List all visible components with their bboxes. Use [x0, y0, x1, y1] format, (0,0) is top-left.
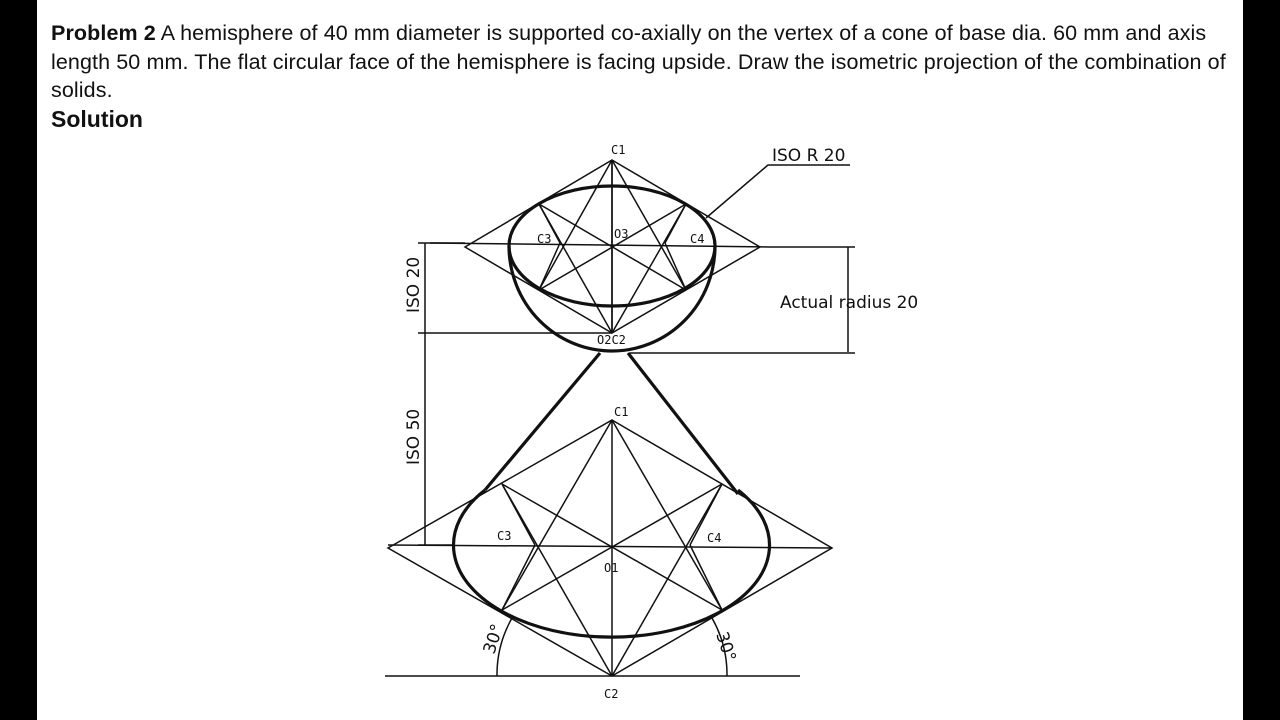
cone-label-c2: C2	[604, 687, 618, 701]
hemi-label-o2c2: O2C2	[597, 333, 626, 347]
cone-radius-arrow	[689, 483, 723, 546]
cone-construction-line	[611, 483, 723, 677]
label-iso-50: ISO 50	[404, 409, 424, 465]
cone-construction	[385, 419, 834, 677]
textbook-page: Problem 2 A hemisphere of 40 mm diameter…	[37, 0, 1243, 720]
hemi-label-c1: C1	[611, 143, 625, 157]
cone-radius-arrow	[689, 544, 723, 611]
cone-construction-line	[501, 483, 613, 677]
hemi-horizontal-diameter	[429, 242, 771, 248]
leader-iso-r20	[705, 164, 850, 219]
hemisphere-bottom-arc	[507, 245, 717, 353]
cone-construction-line	[501, 483, 723, 611]
cone-slant-right	[626, 352, 740, 495]
label-angle-left: 30°	[480, 622, 508, 657]
dimensions	[418, 164, 855, 546]
hemi-label-o3: O3	[614, 227, 628, 241]
label-iso-20: ISO 20	[404, 257, 424, 313]
cone-label-c1: C1	[614, 405, 628, 419]
hemi-radius-arrow	[664, 242, 687, 291]
cone-slant-left	[483, 351, 602, 492]
problem-body: A hemisphere of 40 mm diameter is suppor…	[51, 21, 1226, 102]
solution-heading: Solution	[51, 106, 143, 132]
hemi-label-c3: C3	[537, 232, 551, 246]
hemi-radius-arrow	[538, 242, 561, 291]
label-iso-r20: ISO R 20	[772, 146, 845, 166]
cone-label-o1: O1	[604, 561, 618, 575]
cone-label-c3: C3	[497, 529, 511, 543]
problem-label: Problem 2	[51, 21, 156, 45]
label-angle-right: 30°	[711, 629, 739, 664]
cone-radius-arrow	[501, 483, 536, 546]
hemisphere-construction	[429, 159, 771, 334]
cone-label-c4: C4	[707, 531, 721, 545]
problem-statement: Problem 2 A hemisphere of 40 mm diameter…	[51, 19, 1241, 105]
hemi-radius-arrow	[664, 203, 687, 244]
label-actual-radius: Actual radius 20	[780, 293, 918, 313]
cone-radius-arrow	[501, 544, 536, 611]
angle-arc-left	[496, 617, 513, 677]
hemi-radius-arrow	[538, 203, 561, 244]
angle-arc-right	[711, 617, 728, 677]
cone-base-ellipse	[451, 488, 772, 639]
hemi-label-c4: C4	[690, 232, 704, 246]
